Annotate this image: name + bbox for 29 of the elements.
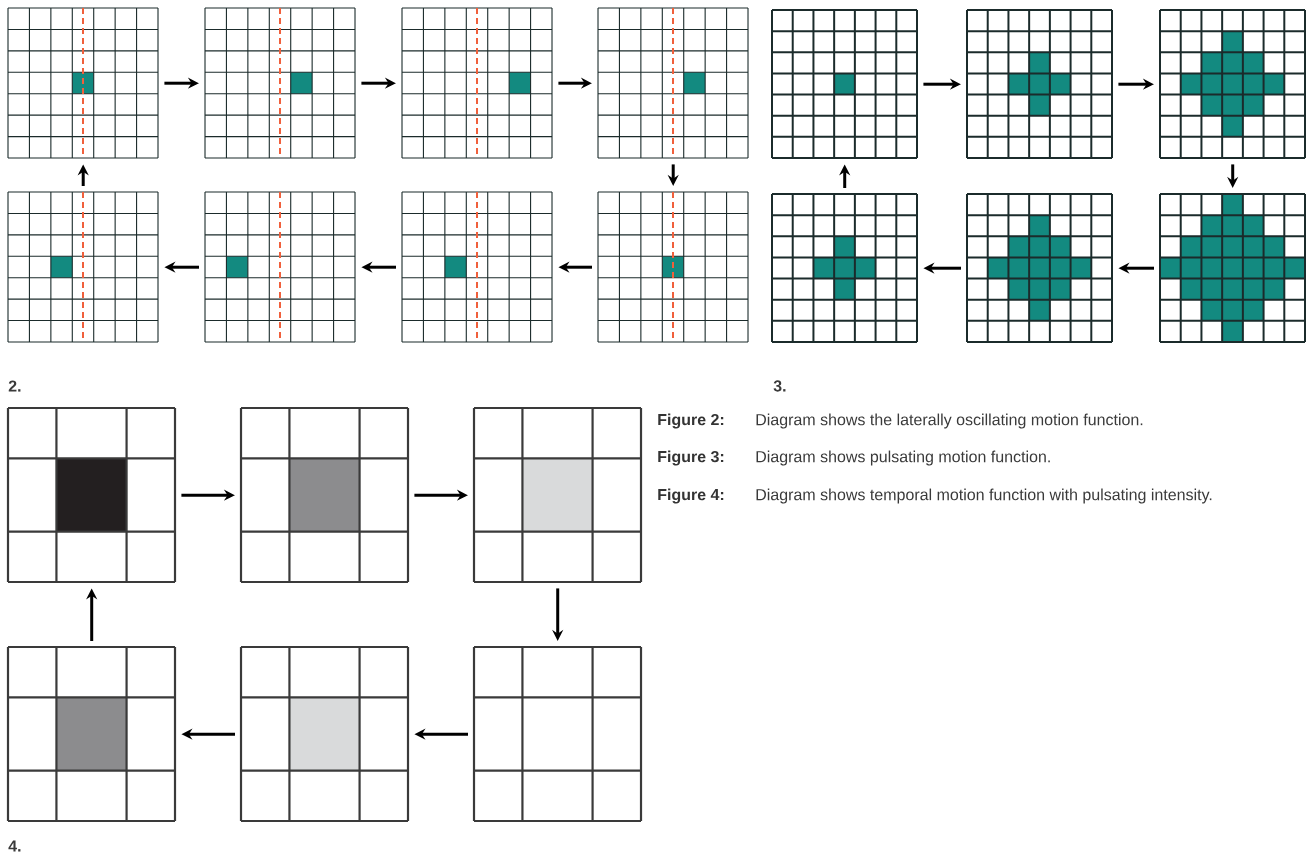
caption-text: Diagram shows pulsating motion function. xyxy=(756,450,1050,466)
caption-label: Figure 2: xyxy=(658,413,724,429)
grid-drawing xyxy=(771,9,918,159)
grid-drawing xyxy=(7,7,159,159)
caption-text: Diagram shows temporal motion function with pulsating intensity. xyxy=(756,488,1212,504)
grid-drawing xyxy=(204,191,356,343)
grid-drawing xyxy=(204,7,356,159)
grid-drawing xyxy=(239,645,410,823)
caption-label: Figure 3: xyxy=(658,450,724,466)
grid-drawing xyxy=(239,406,410,584)
grid-drawing xyxy=(1159,9,1306,159)
figure-number: 3. xyxy=(773,380,786,392)
grid-drawing xyxy=(472,645,643,823)
figure-number: 2. xyxy=(8,380,21,392)
grid-drawing xyxy=(597,191,749,343)
caption-label: Figure 4: xyxy=(658,488,724,504)
grid-drawing xyxy=(966,193,1113,343)
grid-drawing xyxy=(6,645,177,823)
grid-drawing xyxy=(966,9,1113,159)
grid-drawing xyxy=(6,406,177,584)
grid-drawing xyxy=(401,7,553,159)
grid-drawing xyxy=(1159,193,1306,343)
grid-drawing xyxy=(401,191,553,343)
figure-number: 4. xyxy=(8,840,21,852)
grid-drawing xyxy=(597,7,749,159)
grid-drawing xyxy=(7,191,159,343)
grid-drawing xyxy=(771,193,918,343)
grid-drawing xyxy=(472,406,643,584)
caption-text: Diagram shows the laterally oscillating motion function. xyxy=(756,413,1143,429)
